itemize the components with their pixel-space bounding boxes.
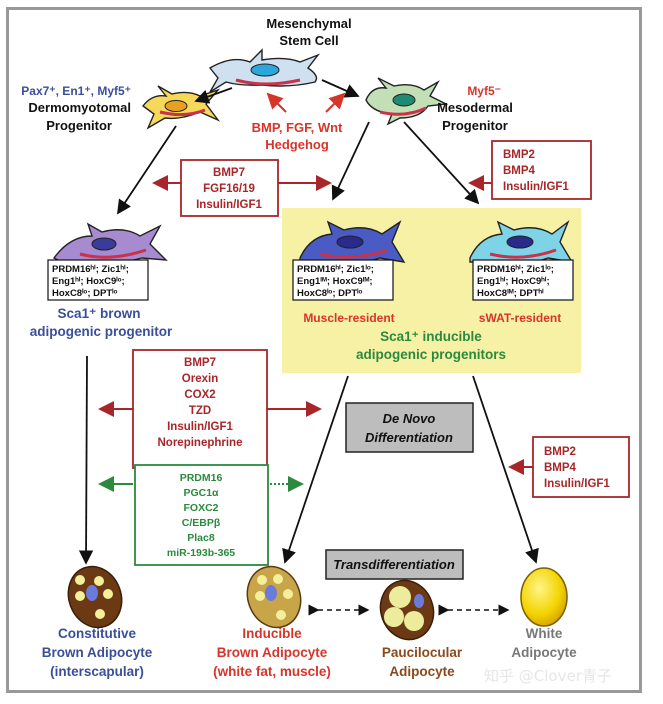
box-bmp2-bottom [532,436,630,498]
swat-marker-line: PRDM16ʰⁱ; Zic1ˡᵒ; [477,263,554,275]
brown-marker-line: Eng1ʰⁱ; HoxC9ˡᵒ; [52,275,125,287]
muscle-marker-line: Eng1ᴵᴹ; HoxC9ᴵᴹ; [297,276,373,287]
white-label-2: Adipocyte [511,645,577,660]
brown-progenitor-label-2: adipogenic progenitor [30,324,173,339]
inducible-brown-label-2: Brown Adipocyte [217,645,328,660]
inducible-group-label-1: Sca1⁺ inducible [380,329,482,344]
swat-marker-line: HoxC8ᴵᴹ; DPTʰⁱ [477,287,544,299]
muscle-resident-marker-box [292,259,394,301]
box-bmp2-top-line: BMP2 [503,149,535,161]
muscle-marker-line: PRDM16ʰⁱ; Zic1ˡᵒ; [297,263,374,275]
brown-progenitor-marker-box [47,259,149,301]
inducible-brown-adipocyte-icon [246,565,302,629]
swat-resident-label: sWAT-resident [479,311,561,325]
box-red-middle-line: TZD [189,405,211,417]
swat-resident-marker-box [472,259,574,301]
signal-arrow-left [266,92,287,113]
inducible-group-label-2: adipogenic progenitors [356,347,506,362]
transdiff-box [325,549,464,580]
box-bmp2-top [491,140,592,200]
swat-resident-cell-icon [469,219,574,265]
de-novo-box [345,402,474,453]
muscle-resident-label: Muscle-resident [303,311,394,325]
signals-line-2: Hedgehog [265,137,329,152]
watermark: 知乎 @Clover青子 [484,667,612,685]
inducible-brown-label-3: (white fat, muscle) [213,664,331,679]
de-novo-label-2: Differentiation [365,430,453,445]
box-bmp2-bottom-line: Insulin/IGF1 [544,478,610,490]
box-bmp2-bottom-line: BMP4 [544,462,577,474]
arrow-msc-to-mesodermal [321,79,360,98]
box-red-middle-line: Norepinephrine [158,437,243,449]
mesodermal-label-2: Progenitor [442,118,508,133]
arrow-de-novo-white [472,375,539,564]
signals-line-1: BMP, FGF, Wnt [252,120,343,135]
msc-label-2: Stem Cell [279,33,338,48]
box-bmp7-line: BMP7 [213,167,245,179]
transdiff-label: Transdifferentiation [333,557,455,572]
brown-marker-line: PRDM16ʰⁱ; Zic1ʰⁱ; [52,263,129,275]
signal-arrow-right [325,92,346,113]
box-red-middle [132,349,268,469]
dermomyotomal-cell-icon [142,85,221,130]
box-bmp2-top-line: Insulin/IGF1 [503,181,569,193]
box-bmp7-fgf [180,159,279,217]
swat-marker-line: Eng1ʰⁱ; HoxC9ʰⁱ; [477,275,550,287]
box-green-line: Plac8 [187,532,215,544]
arrow-msc-to-dermomyotomal [194,87,233,104]
paucilocular-adipocyte-icon [379,579,435,641]
arrow-to-swat-resident [403,121,480,205]
box-green-line: C/EBPβ [182,517,221,529]
msc-label-1: Mesenchymal [266,16,351,31]
box-green-line: PRDM16 [180,472,223,484]
dermomyotomal-markers: Pax7⁺, En1⁺, Myf5⁺ [21,84,131,98]
box-red-middle-line: COX2 [184,389,215,401]
constitutive-label-1: Constitutive [58,626,136,641]
arrow-to-constitutive [78,355,94,565]
dermomyotomal-label-1: Dermomyotomal [28,100,131,115]
arrow-to-brown-progenitor [117,125,177,215]
mesenchymal-stem-cell-icon [208,48,321,93]
arrow-de-novo-inducible [282,375,349,564]
mesodermal-markers: Myf5⁻ [467,84,501,98]
white-adipocyte-icon [520,567,568,627]
constitutive-label-3: (interscapular) [50,664,144,679]
box-red-middle-line: Orexin [182,373,218,385]
arrow-to-muscle-resident [331,121,370,201]
box-green-line: miR-193b-365 [167,547,235,559]
muscle-resident-cell-icon [299,220,406,265]
box-bmp2-top-line: BMP4 [503,165,536,177]
box-red-middle-line: Insulin/IGF1 [167,421,233,433]
dermomyotomal-label-2: Progenitor [46,118,112,133]
inducible-brown-label-1: Inducible [242,626,302,641]
brown-progenitor-label-1: Sca1⁺ brown [58,306,141,321]
de-novo-label-1: De Novo [383,411,436,426]
box-bmp7-line: FGF16/19 [203,183,255,195]
box-bmp2-bottom-line: BMP2 [544,446,576,458]
paucilocular-label-2: Adipocyte [389,664,455,679]
mesodermal-label-1: Mesodermal [437,100,513,115]
paucilocular-label-1: Paucilocular [382,645,463,660]
mesodermal-cell-icon [365,77,449,126]
box-green-line: FOXC2 [183,502,218,514]
white-label-1: White [526,626,563,641]
box-red-middle-line: BMP7 [184,357,216,369]
box-bmp7-line: Insulin/IGF1 [196,199,262,211]
constitutive-label-2: Brown Adipocyte [42,645,153,660]
brown-progenitor-cell-icon [52,222,168,264]
brown-marker-line: HoxC8ˡᵒ; DPTˡᵒ [52,288,117,299]
box-green-line: PGC1α [183,487,219,499]
muscle-marker-line: HoxC8ˡᵒ; DPTˡᵒ [297,288,362,299]
constitutive-brown-adipocyte-icon [67,565,123,629]
box-green-middle [134,464,269,566]
